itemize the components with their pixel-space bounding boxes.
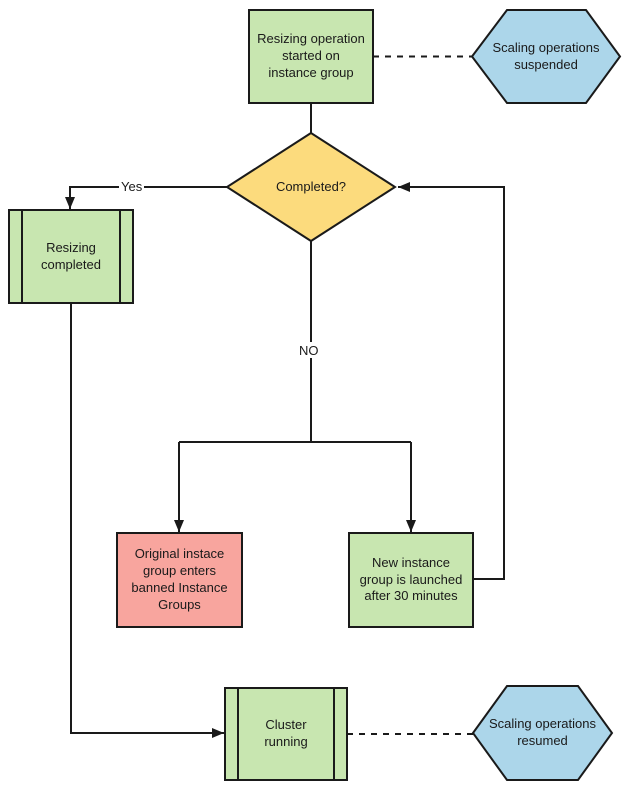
node-completed-decision-shape bbox=[225, 131, 397, 243]
edge-loop-back-to-decision bbox=[398, 182, 505, 580]
node-scaling-suspended-shape bbox=[470, 9, 622, 104]
edge-to-cluster-running bbox=[70, 303, 224, 738]
node-cluster-running-rect bbox=[224, 687, 348, 781]
node-cluster-running-shape bbox=[224, 687, 348, 781]
edge-decision-yes bbox=[65, 186, 227, 209]
node-resizing-completed-shape bbox=[8, 209, 134, 304]
node-new-instance-group-shape bbox=[348, 532, 474, 628]
node-scaling-resumed-shape bbox=[471, 685, 614, 781]
node-resizing-started-shape bbox=[248, 9, 374, 104]
node-resizing-completed-rect bbox=[8, 209, 134, 304]
node-banned-groups-shape bbox=[116, 532, 243, 628]
